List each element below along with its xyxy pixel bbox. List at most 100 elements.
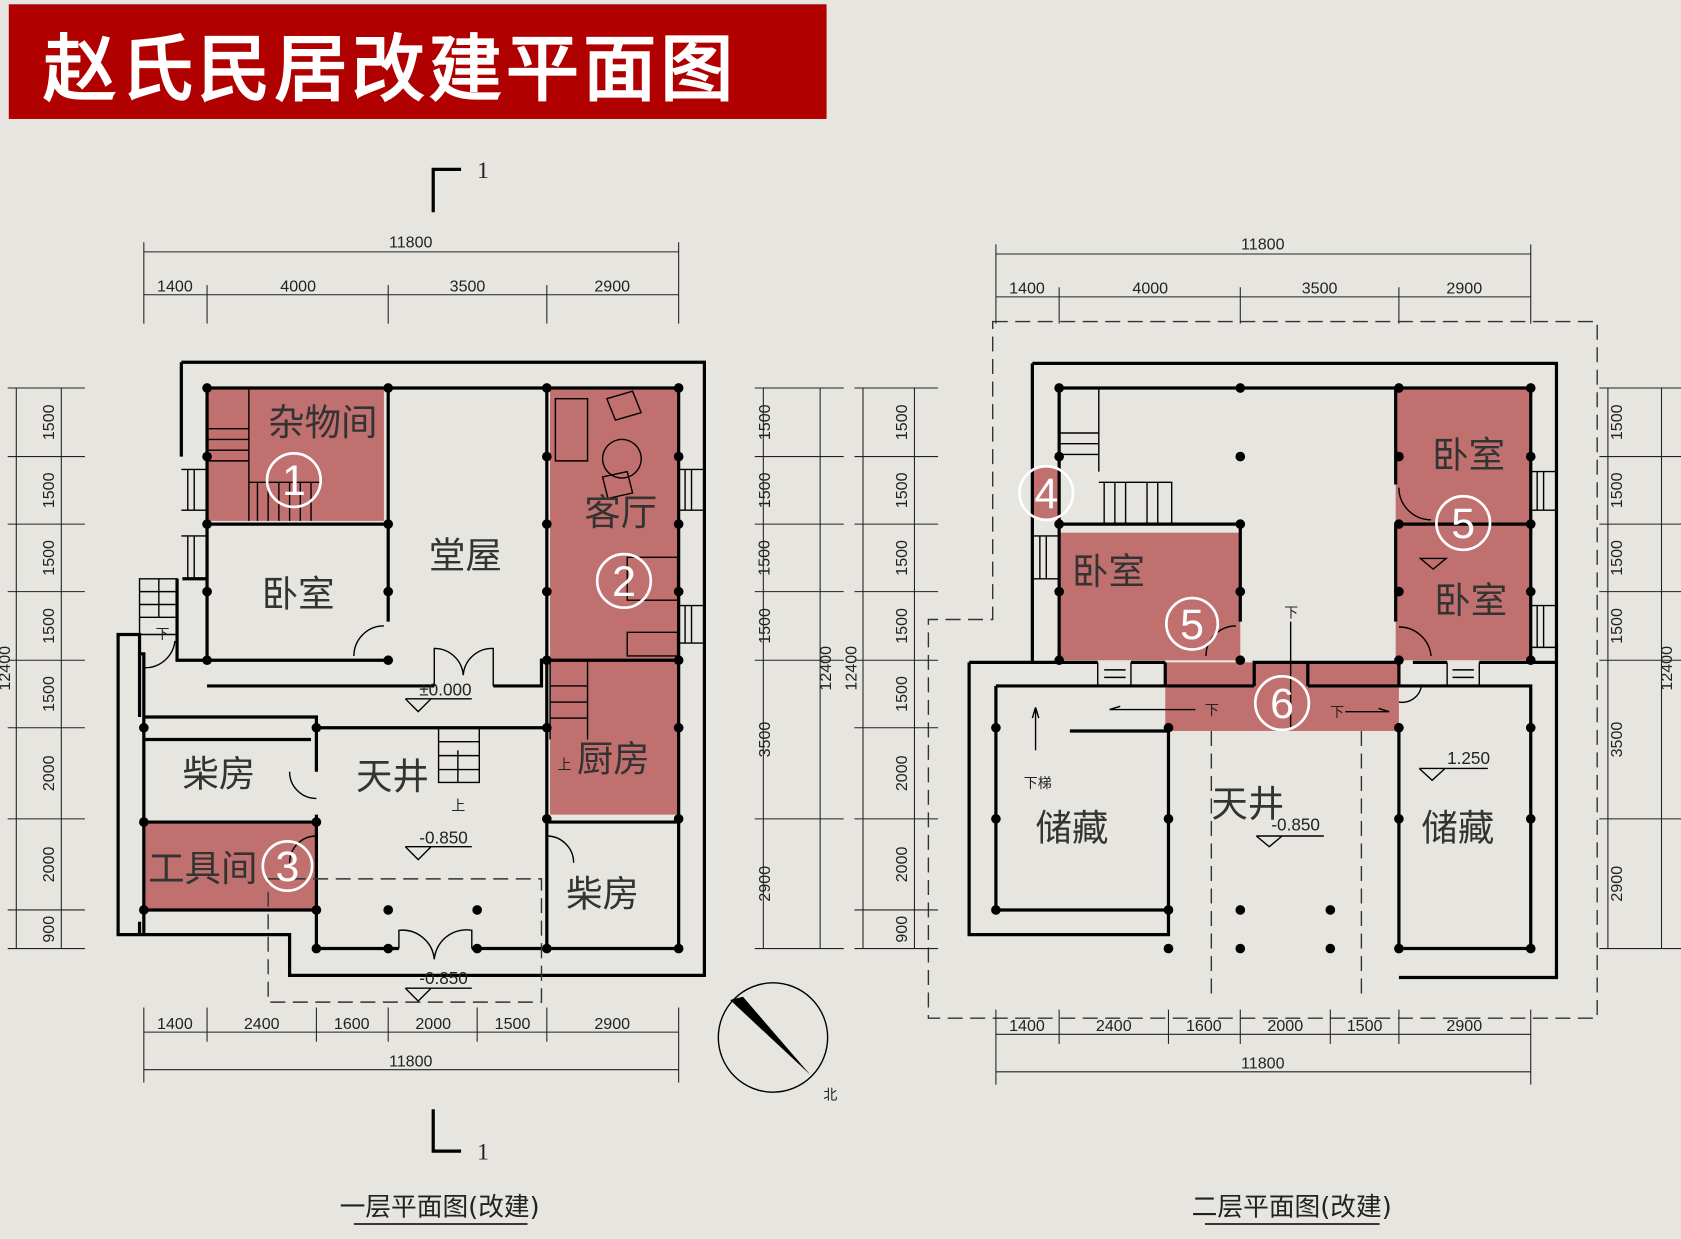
dimension-label: 3500 [756, 722, 774, 758]
column-dot [1054, 519, 1064, 529]
room-label-storage-east: 储藏 [1421, 806, 1494, 849]
svg-text:6: 6 [1270, 680, 1294, 728]
column-dot [1394, 383, 1404, 393]
north-label: 北 [823, 1088, 837, 1104]
dimension-label: 1500 [756, 472, 774, 508]
room-label-living: 客厅 [584, 491, 657, 534]
room-label-tool: 工具间 [148, 847, 257, 890]
highlight-room-6 [1165, 662, 1399, 731]
column-dot [1525, 451, 1536, 462]
room-label-hall: 堂屋 [429, 534, 502, 577]
svg-text:2400: 2400 [1096, 1017, 1132, 1035]
column-dot [1235, 451, 1246, 462]
dimension-label: 2000 [40, 846, 58, 882]
column-dot [1394, 519, 1404, 529]
dimension-bottom-2: 1400 2400 1600 2000 1500 2900 11800 [995, 1009, 1532, 1085]
stair-label-down-center: 下 [1284, 605, 1298, 621]
column-dot [311, 905, 322, 915]
dimension-label: 1500 [893, 608, 911, 644]
column-dot [139, 905, 149, 915]
dimension-label: 1500 [756, 608, 774, 644]
room-label-courtyard: 天井 [356, 755, 429, 798]
highlight-room-4 [1033, 467, 1060, 519]
column-dot [1235, 519, 1246, 529]
column-dot [1235, 383, 1246, 393]
dimension-label: 1500 [893, 676, 911, 712]
plan-caption-ground: 一层平面图(改建) [340, 1192, 540, 1222]
svg-text:2000: 2000 [1267, 1017, 1303, 1035]
dimension-label: 1500 [893, 472, 911, 508]
column-dot [991, 905, 1001, 915]
svg-text:11800: 11800 [1241, 1055, 1285, 1073]
stair-label-down-right: 下 [1330, 705, 1344, 721]
dimension-label: 2900 [1608, 866, 1626, 902]
svg-text:2900: 2900 [1446, 1017, 1482, 1035]
svg-text:2400: 2400 [244, 1015, 280, 1033]
dimension-label: 1500 [893, 540, 911, 576]
stair-label-down-ladder: 下梯 [1024, 776, 1052, 792]
column-dot [311, 943, 322, 954]
dimension-total: 12400 [1658, 646, 1676, 691]
column-dot [383, 655, 394, 666]
svg-text:4: 4 [1034, 470, 1058, 518]
column-dot [673, 655, 684, 666]
stair-label-down-left: 下 [1205, 703, 1219, 719]
highlight-room-2 [550, 387, 679, 815]
dimension-label: 1500 [756, 540, 774, 576]
column-dot [542, 943, 552, 954]
column-dot [383, 383, 394, 393]
dimension-label: 1500 [40, 676, 58, 712]
stair-up-label-kitchen: 上 [558, 758, 572, 774]
column-dot [1235, 586, 1246, 597]
dimension-label: 900 [893, 916, 911, 943]
marker-4: 4 [1018, 464, 1075, 522]
stair-up-label: 上 [451, 798, 465, 814]
column-dot [1525, 519, 1536, 529]
column-dot [542, 383, 552, 393]
room-label-bedroom-northeast: 卧室 [1432, 433, 1505, 476]
svg-text:1400: 1400 [1009, 280, 1045, 298]
column-dot [673, 814, 684, 824]
column-dot [1163, 814, 1174, 824]
room-label-bedroom: 卧室 [262, 573, 335, 616]
dimension-label: 2000 [893, 846, 911, 882]
column-dot [673, 383, 684, 393]
column-dot [542, 722, 552, 733]
column-dot [1525, 586, 1536, 597]
column-dot [1525, 383, 1536, 393]
column-dot [1525, 943, 1536, 954]
column-dot [383, 519, 394, 529]
dimension-total: 12400 [817, 646, 835, 691]
marker-6: 6 [1253, 674, 1311, 732]
dimension-label: 1500 [1608, 472, 1626, 508]
column-dot [542, 451, 552, 462]
column-dot [1525, 722, 1536, 733]
column-dot [383, 943, 394, 954]
svg-text:11800: 11800 [389, 1052, 433, 1070]
section-mark-top [431, 167, 462, 213]
column-dot [1394, 586, 1404, 597]
north-compass: 北 [717, 982, 837, 1104]
column-dot [472, 905, 482, 915]
svg-text:1600: 1600 [1186, 1017, 1222, 1035]
room-label-storage: 杂物间 [268, 401, 377, 444]
dimension-label: 1500 [756, 404, 774, 440]
column-dot [991, 722, 1001, 733]
column-dot [1054, 451, 1064, 462]
dimension-bottom: 1400 2400 1600 2000 1500 2900 11800 [143, 1007, 680, 1083]
dimension-label: 2000 [40, 755, 58, 791]
room-label-bedroom-west: 卧室 [1072, 550, 1145, 593]
stair-down-label: 下 [156, 627, 170, 643]
dimension-label: 1500 [40, 540, 58, 576]
column-dot [1054, 655, 1064, 666]
dimension-label: 1500 [40, 472, 58, 508]
column-dot [1235, 905, 1246, 915]
level-courtyard-2: -0.850 [1271, 815, 1320, 835]
column-dot [1525, 655, 1536, 666]
column-dot [202, 519, 212, 529]
svg-text:1500: 1500 [495, 1015, 531, 1033]
second-floor-plan: 卧室 卧室 卧室 储藏 天井 储藏 -0.850 1.250 下梯 下 下 下 … [843, 236, 1681, 1225]
room-label-storage-west: 储藏 [1036, 806, 1109, 849]
